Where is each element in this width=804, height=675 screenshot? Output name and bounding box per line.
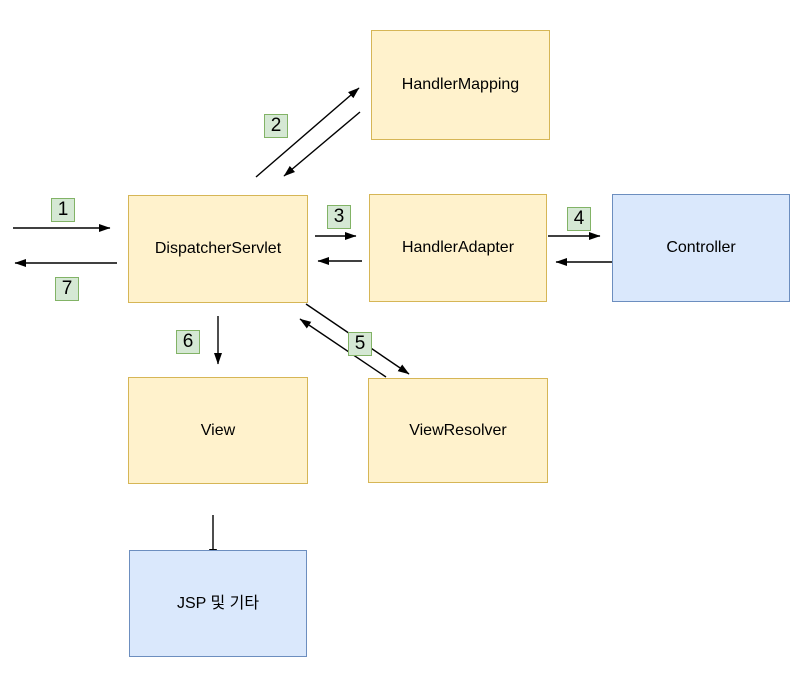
node-jsp: JSP 및 기타 (129, 550, 307, 657)
edge-label-6: 6 (176, 330, 200, 354)
node-view-label: View (200, 421, 236, 439)
node-controller: Controller (612, 194, 790, 302)
node-dispatcher-servlet-label: DispatcherServlet (154, 240, 282, 258)
edge-label-2: 2 (264, 114, 288, 138)
node-jsp-label: JSP 및 기타 (176, 594, 260, 612)
node-view-resolver-label: ViewResolver (409, 421, 507, 439)
node-handler-mapping-label: HandlerMapping (401, 76, 520, 94)
edge-label-4: 4 (567, 207, 591, 231)
node-handler-mapping: HandlerMapping (371, 30, 550, 140)
node-dispatcher-servlet: DispatcherServlet (128, 195, 308, 303)
arrow-2-from-handler-mapping (283, 111, 361, 177)
node-handler-adapter: HandlerAdapter (369, 194, 547, 302)
arrow-5-return (299, 318, 387, 378)
edge-label-3: 3 (327, 205, 351, 229)
node-controller-label: Controller (666, 239, 736, 257)
edge-label-1: 1 (51, 198, 75, 222)
node-handler-adapter-label: HandlerAdapter (401, 239, 515, 257)
arrow-2-to-handler-mapping (255, 87, 360, 178)
edge-label-5: 5 (348, 332, 372, 356)
node-view: View (128, 377, 308, 484)
edge-label-7: 7 (55, 277, 79, 301)
node-view-resolver: ViewResolver (368, 378, 548, 483)
